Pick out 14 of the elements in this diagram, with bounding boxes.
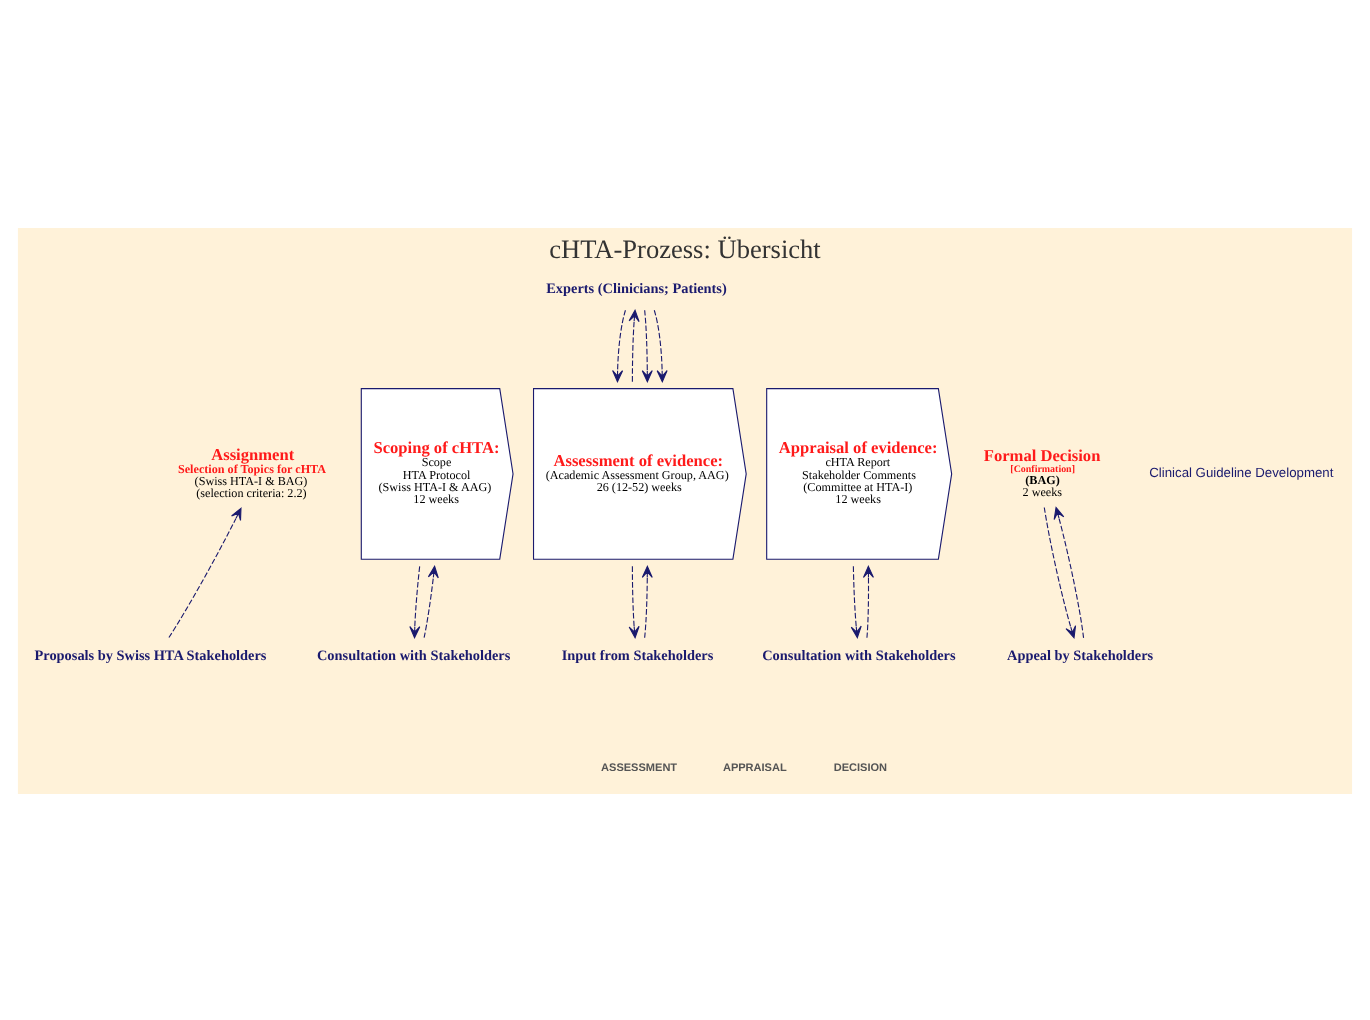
arrow [1043, 505, 1077, 638]
diagram-title: cHTA-Prozess: Übersicht [549, 233, 821, 264]
arrow [850, 564, 862, 638]
arrow [612, 308, 626, 382]
arrow [423, 564, 439, 638]
arrow [641, 564, 653, 638]
arrow [641, 308, 653, 382]
arrow [168, 506, 242, 638]
arrow [628, 308, 640, 382]
arrow [862, 564, 874, 638]
arrow [628, 564, 640, 638]
arrow [653, 308, 668, 382]
arrow [1053, 505, 1085, 638]
arrow [409, 564, 421, 638]
